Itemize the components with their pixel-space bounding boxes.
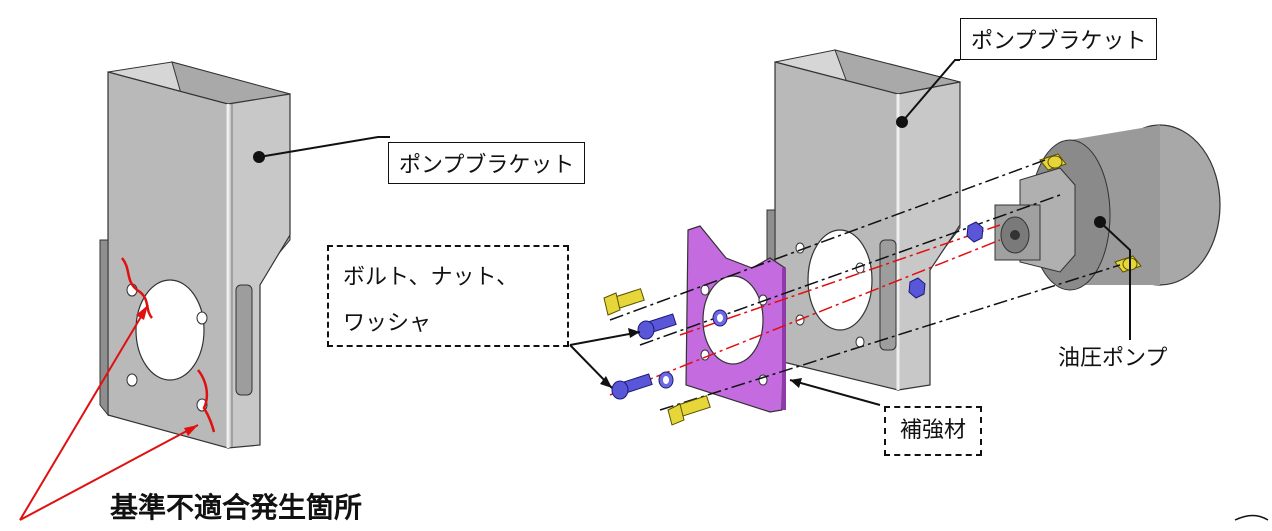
yellow-bolt-upper bbox=[603, 288, 645, 316]
right-bracket-label: ポンプブラケット bbox=[960, 18, 1158, 60]
blue-bolt-upper bbox=[637, 313, 677, 340]
fasteners-label-box: ボルト、ナット、 ワッシャ bbox=[327, 245, 569, 347]
nut-middle bbox=[908, 277, 926, 299]
pump-bolt-top bbox=[1039, 153, 1067, 171]
fasteners-label-line2: ワッシャ bbox=[343, 311, 432, 336]
reinforcement-label: 補強材 bbox=[884, 406, 983, 456]
left-bracket-label: ポンプブラケット bbox=[388, 142, 586, 184]
blue-bolt-lower bbox=[611, 373, 653, 400]
reinforcement-plate bbox=[685, 225, 881, 413]
left-pump-bracket bbox=[99, 61, 390, 449]
crack-mark-lower bbox=[197, 369, 216, 433]
fasteners bbox=[569, 221, 984, 426]
fasteners-label-line1: ボルト、ナット、 bbox=[343, 265, 519, 290]
hydraulic-pump bbox=[994, 124, 1221, 340]
nonconformity-location-label: 基準不適合発生箇所 bbox=[110, 491, 363, 524]
yellow-bolt-lower bbox=[667, 395, 711, 426]
nonconformity-arrows bbox=[19, 304, 199, 521]
nut-right bbox=[966, 221, 984, 243]
assembly-center-lines bbox=[609, 159, 1121, 411]
hydraulic-pump-label: 油圧ポンプ bbox=[1058, 346, 1168, 371]
crack-mark-upper bbox=[120, 257, 154, 319]
partial-arc bbox=[1234, 514, 1269, 521]
right-pump-bracket bbox=[766, 49, 961, 391]
